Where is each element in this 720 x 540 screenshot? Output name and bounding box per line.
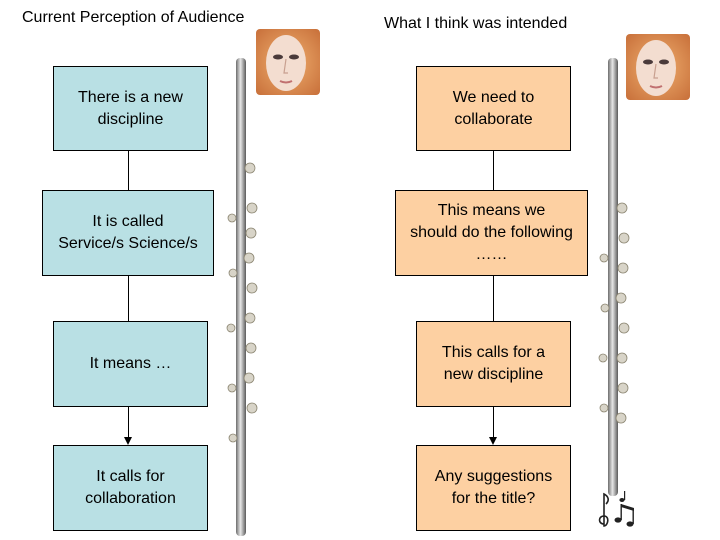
left-box-3: It means … — [53, 321, 208, 407]
mask-face-icon — [256, 29, 320, 95]
left-box-4: It calls for collaboration — [53, 445, 208, 531]
connector-line — [493, 406, 494, 438]
arrowhead — [124, 437, 132, 445]
left-box-2: It is called Service/s Science/s — [42, 190, 214, 276]
flute-icon — [226, 58, 258, 536]
connector-line — [128, 406, 129, 438]
connector-line — [493, 275, 494, 321]
right-box-3: This calls for a new discipline — [416, 321, 571, 407]
connector-line — [128, 275, 129, 321]
right-column-heading: What I think was intended — [384, 15, 568, 32]
left-column-heading: Current Perception of Audience — [22, 9, 245, 26]
music-notes-icon — [598, 491, 634, 527]
mask-face-icon — [626, 34, 690, 100]
right-box-1: We need to collaborate — [416, 66, 571, 151]
connector-line — [493, 150, 494, 190]
arrowhead — [489, 437, 497, 445]
connector-line — [128, 150, 129, 190]
left-box-1: There is a new discipline — [53, 66, 208, 151]
flute-icon — [598, 58, 630, 496]
right-box-2: This means we should do the following …… — [395, 190, 588, 276]
right-box-4: Any suggestions for the title? — [416, 445, 571, 531]
